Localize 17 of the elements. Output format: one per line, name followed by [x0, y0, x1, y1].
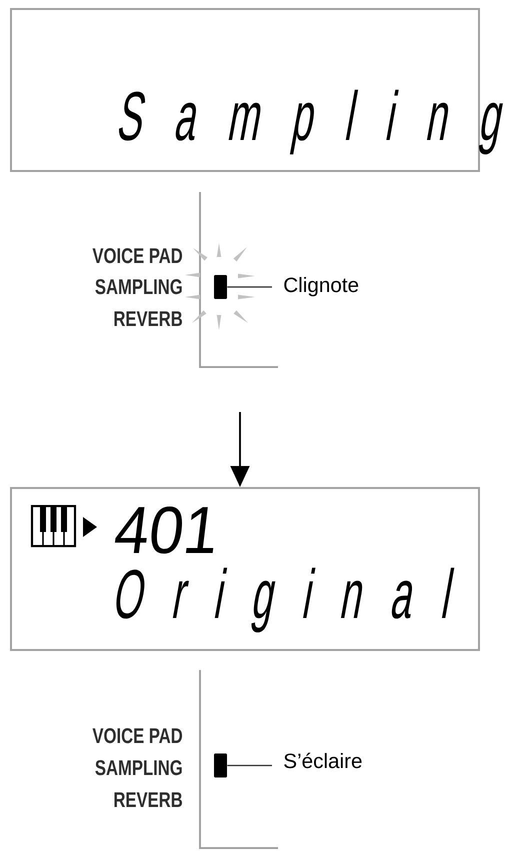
lcd-text: O r i g i n a l [116, 568, 454, 632]
lcd-display [10, 8, 503, 172]
panel-label: SAMPLING [95, 279, 182, 294]
indicator-segment [214, 275, 227, 299]
panel-label: SAMPLING [95, 760, 182, 776]
indicator-segment [214, 754, 227, 778]
panel-label: VOICE PAD [92, 248, 182, 264]
lcd-text: S a m p l i n g [119, 90, 503, 154]
callout-label: Clignote [284, 277, 358, 296]
panel-label: REVERB [114, 792, 182, 807]
panel-label: REVERB [114, 311, 182, 326]
callout-label: S’éclaire [284, 752, 362, 768]
lcd-number: 401 [114, 506, 214, 554]
leader-line [227, 764, 272, 766]
panel-label: VOICE PAD [92, 728, 182, 744]
lcd-display [10, 487, 480, 651]
leader-line [227, 286, 272, 288]
